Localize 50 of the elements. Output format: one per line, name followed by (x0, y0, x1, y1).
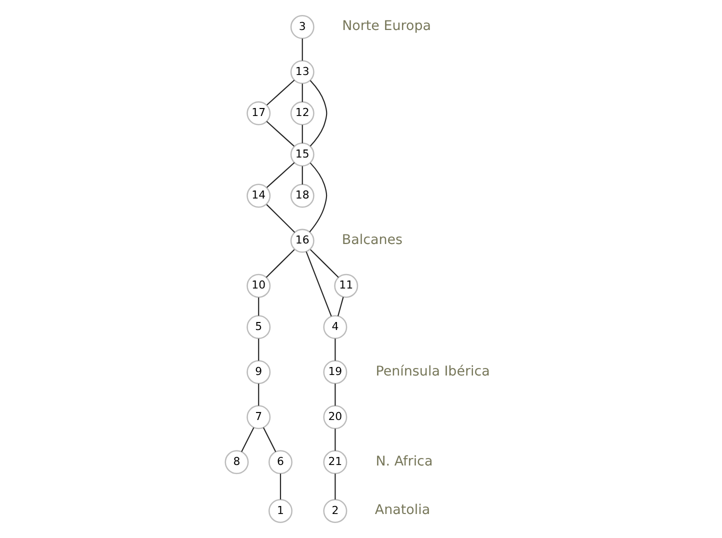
connector (258, 384, 259, 406)
label: N. Africa (375, 454, 432, 470)
connector (334, 384, 336, 406)
node-circle: 5 (246, 315, 270, 340)
node-circle: 9 (246, 360, 270, 384)
node-circle: 1 (268, 498, 292, 523)
connector (266, 162, 294, 188)
label: Península Ibérica (375, 364, 490, 380)
node-circle: 19 (322, 360, 347, 384)
connector (240, 427, 254, 452)
node-circle: 12 (290, 101, 314, 126)
connector (337, 296, 344, 316)
connector (301, 124, 302, 144)
connector (301, 38, 302, 61)
connector (265, 249, 294, 278)
node-circle: 20 (322, 405, 347, 430)
node-circle: 16 (290, 228, 314, 253)
node-circle: 4 (322, 315, 347, 340)
node-circle: 21 (322, 450, 347, 474)
label: Norte Europa (342, 19, 431, 34)
node-circle: 14 (246, 184, 270, 208)
node-circle: 13 (290, 60, 314, 84)
node-circle: 18 (290, 184, 314, 208)
node-circle: 7 (246, 405, 270, 430)
node-circle: 3 (290, 15, 314, 40)
connector (266, 80, 294, 106)
node-circle: 11 (334, 274, 358, 298)
connector (308, 162, 327, 232)
node-circle: 15 (290, 142, 314, 167)
connector (301, 84, 302, 102)
node-circle: 10 (246, 274, 270, 298)
connector (301, 166, 302, 184)
connector (258, 297, 259, 316)
connector (266, 120, 294, 147)
connector (279, 474, 281, 500)
connector (266, 204, 295, 233)
connector (258, 338, 259, 361)
connector (334, 474, 336, 500)
connector (262, 427, 276, 452)
connector (310, 249, 338, 278)
node-circle: 8 (224, 450, 248, 474)
node-circle: 17 (246, 101, 270, 126)
connector (334, 338, 336, 361)
connector (309, 80, 327, 146)
label: Balcanes (341, 233, 402, 248)
connector (305, 251, 332, 316)
node-circle: 2 (322, 498, 347, 523)
node-circle: 6 (268, 450, 292, 474)
connector (334, 428, 336, 451)
label: Anatolia (374, 503, 430, 518)
